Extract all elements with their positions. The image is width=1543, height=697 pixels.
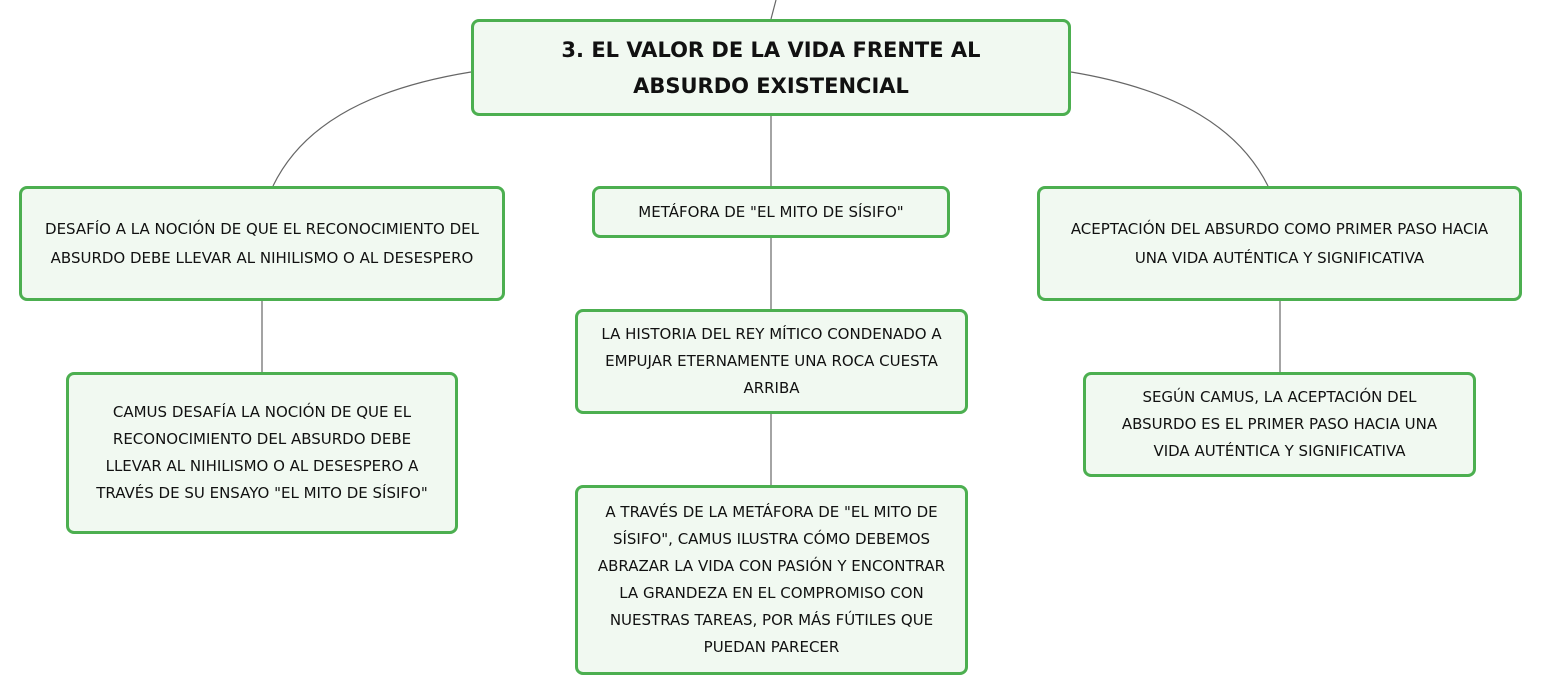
leaf-node-text: A TRAVÉS DE LA METÁFORA DE "EL MITO DE S…	[597, 503, 946, 656]
connector-parent-root	[770, 0, 777, 20]
leaf-node-text: SEGÚN CAMUS, LA ACEPTACIÓN DEL ABSURDO E…	[1121, 388, 1438, 460]
root-node[interactable]: 3. EL VALOR DE LA VIDA FRENTE AL ABSURDO…	[471, 19, 1071, 116]
leaf-node-text: CAMUS DESAFÍA LA NOCIÓN DE QUE EL RECONO…	[96, 403, 428, 502]
connector-root-right	[1070, 71, 1269, 187]
leaf-node-myth-meaning[interactable]: A TRAVÉS DE LA METÁFORA DE "EL MITO DE S…	[575, 485, 968, 675]
root-node-text: 3. EL VALOR DE LA VIDA FRENTE AL ABSURDO…	[561, 37, 981, 98]
connector-root-left	[272, 71, 472, 187]
branch-node-text: DESAFÍO A LA NOCIÓN DE QUE EL RECONOCIMI…	[45, 219, 479, 267]
branch-node-challenge[interactable]: DESAFÍO A LA NOCIÓN DE QUE EL RECONOCIMI…	[19, 186, 505, 301]
branch-node-acceptance[interactable]: ACEPTACIÓN DEL ABSURDO COMO PRIMER PASO …	[1037, 186, 1522, 301]
leaf-node-acceptance[interactable]: SEGÚN CAMUS, LA ACEPTACIÓN DEL ABSURDO E…	[1083, 372, 1476, 477]
leaf-node-text: LA HISTORIA DEL REY MÍTICO CONDENADO A E…	[601, 325, 942, 397]
leaf-node-myth-story[interactable]: LA HISTORIA DEL REY MÍTICO CONDENADO A E…	[575, 309, 968, 414]
leaf-node-camus-challenge[interactable]: CAMUS DESAFÍA LA NOCIÓN DE QUE EL RECONO…	[66, 372, 458, 534]
branch-node-text: METÁFORA DE "EL MITO DE SÍSIFO"	[638, 202, 904, 221]
branch-node-text: ACEPTACIÓN DEL ABSURDO COMO PRIMER PASO …	[1070, 219, 1489, 267]
branch-node-metaphor[interactable]: METÁFORA DE "EL MITO DE SÍSIFO"	[592, 186, 950, 238]
